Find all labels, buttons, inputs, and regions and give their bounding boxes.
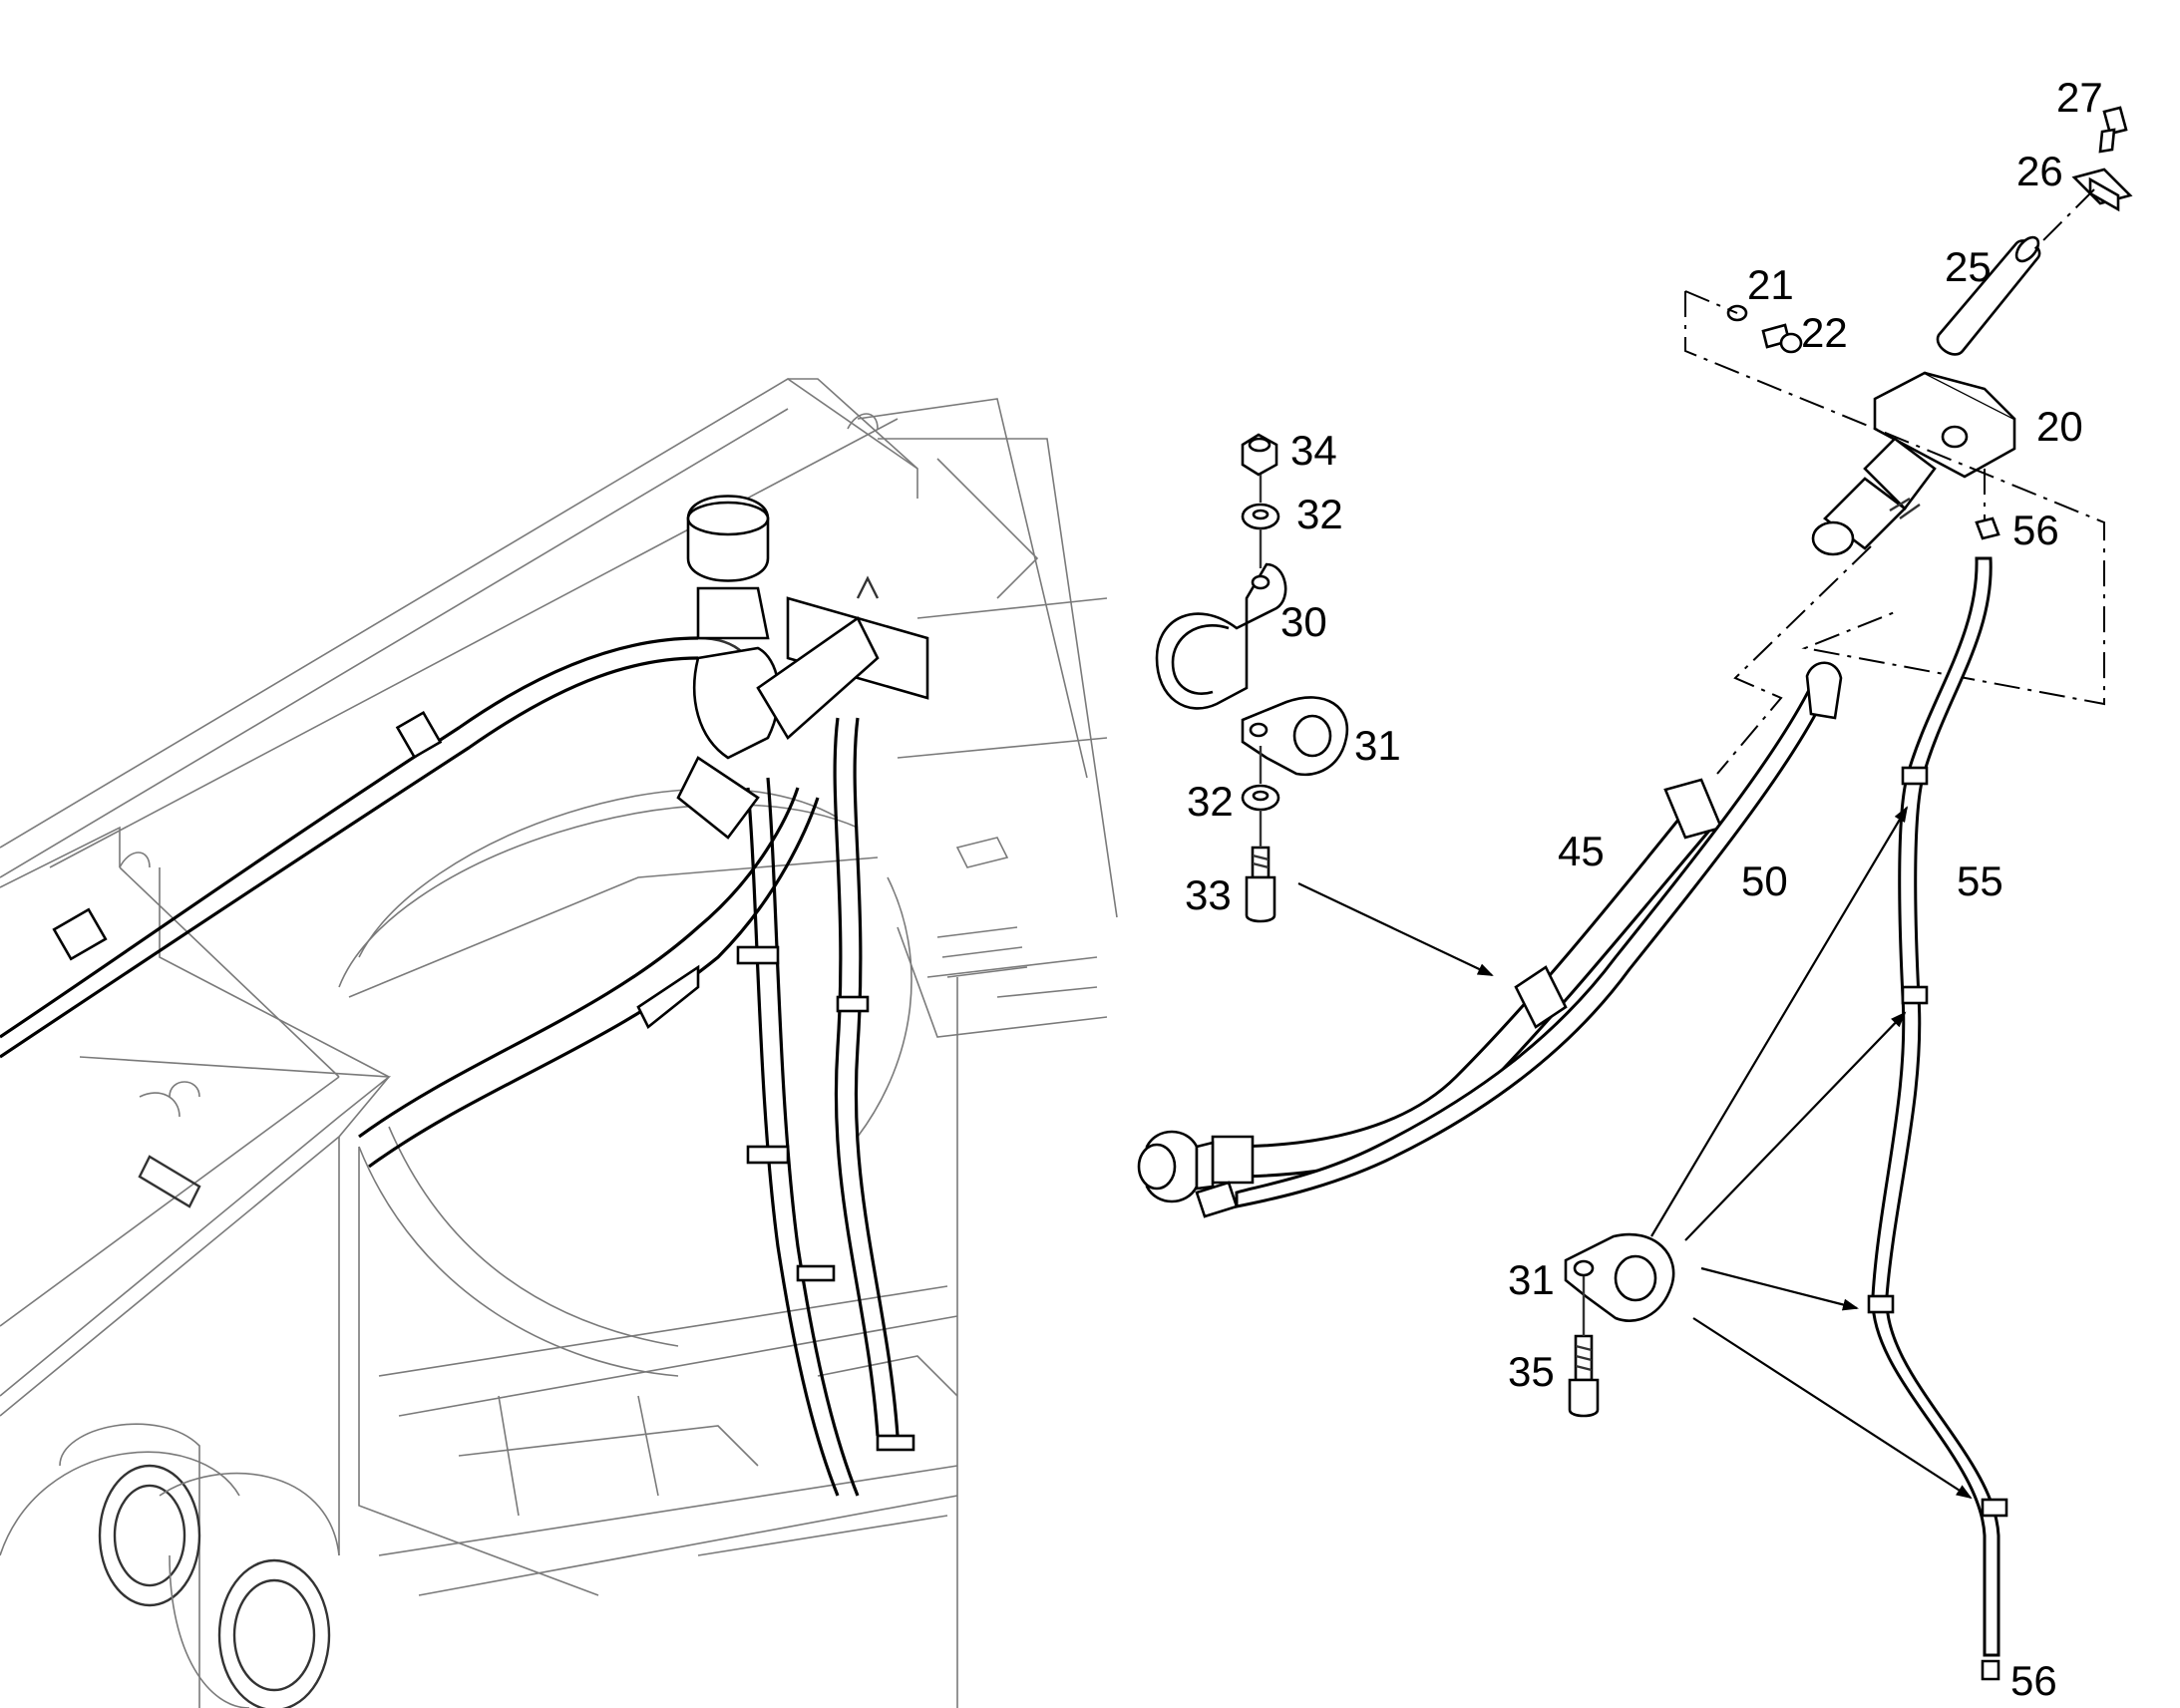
part-35-bolt (1568, 1334, 1600, 1418)
part-31-clamp-upper (1241, 696, 1349, 777)
callout-26: 26 (2016, 148, 2063, 194)
callout-35: 35 (1508, 1348, 1555, 1395)
callout-34: 34 (1290, 427, 1337, 474)
part-27-screw (2098, 106, 2128, 154)
part-31-clamp-lower (1564, 1232, 1675, 1322)
callout-21: 21 (1747, 261, 1794, 308)
exploded-parts-view (1137, 106, 2133, 1681)
assembly-phantom-line-cap (2033, 188, 2095, 250)
part-30-clamp (1155, 562, 1287, 710)
part-26-cap (2071, 168, 2133, 212)
callout-45: 45 (1558, 828, 1605, 874)
callouts: 27 26 25 21 22 20 56 34 32 30 31 32 33 4… (1185, 74, 2103, 1704)
callout-30: 30 (1280, 598, 1327, 645)
part-50-hose (1195, 661, 1843, 1218)
part-56-clip-lower (1981, 1659, 2000, 1681)
part-25-filter-cartridge (1936, 235, 2041, 356)
callout-31-lower: 31 (1508, 1256, 1555, 1303)
callout-27: 27 (2056, 74, 2103, 121)
callout-50: 50 (1741, 857, 1788, 904)
part-34-nut (1241, 433, 1278, 477)
callout-56-upper: 56 (2012, 507, 2059, 553)
part-32-washer-lower (1241, 784, 1280, 812)
callout-33: 33 (1185, 871, 1232, 918)
part-33-bolt (1245, 846, 1276, 923)
callout-20: 20 (2036, 403, 2083, 450)
callout-55: 55 (1957, 857, 2003, 904)
part-20-filter-head (1811, 371, 2016, 556)
part-22-bolt (1761, 323, 1803, 354)
callout-22: 22 (1801, 309, 1848, 356)
machine-frame-view (0, 378, 1118, 1708)
callout-32-upper: 32 (1296, 491, 1343, 537)
part-55-hose (1867, 556, 2008, 1657)
assembly-phantom-line-upper (1684, 291, 2105, 706)
callout-32-lower: 32 (1187, 778, 1234, 825)
callout-25: 25 (1945, 243, 1992, 290)
callout-56-lower: 56 (2010, 1657, 2057, 1704)
part-56-clip-upper (1975, 516, 2000, 540)
callout-31-upper: 31 (1354, 722, 1401, 769)
part-32-washer-upper (1241, 503, 1280, 530)
assembly-phantom-line-filter (1716, 545, 1872, 775)
assembly-phantom-line-lower (1684, 290, 1738, 314)
